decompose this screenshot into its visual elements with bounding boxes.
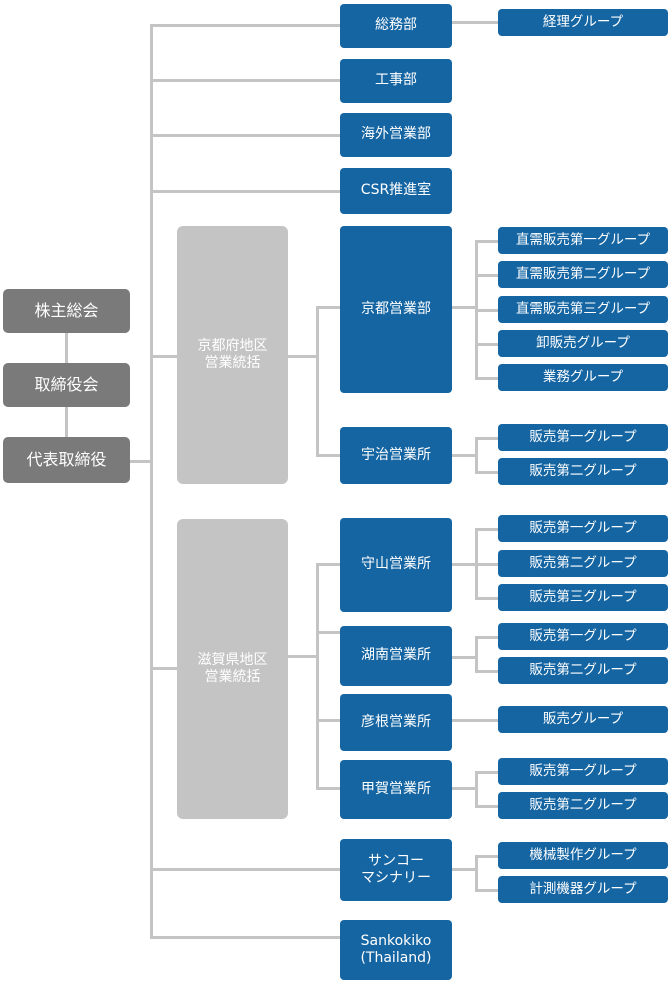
- connector-line: [316, 563, 340, 566]
- connector-line: [150, 24, 340, 27]
- connector-line: [150, 134, 340, 137]
- connector-line: [452, 787, 478, 790]
- connector-line: [150, 868, 340, 871]
- connector-line: [150, 190, 340, 193]
- accounting-group-box: 経理グループ: [498, 9, 668, 36]
- connector-line: [475, 240, 498, 243]
- kyoto-direct-sales-1-box: 直需販売第一グループ: [498, 227, 668, 254]
- connector-line: [475, 563, 498, 566]
- moriyama-sales-2-box: 販売第二グループ: [498, 550, 668, 577]
- connector-line: [475, 377, 498, 380]
- koka-sales-2-box: 販売第二グループ: [498, 792, 668, 819]
- konan-sales-2-box: 販売第二グループ: [498, 657, 668, 684]
- konan-office-box: 湖南営業所: [340, 626, 452, 686]
- connector-line: [316, 454, 340, 457]
- koka-sales-1-box: 販売第一グループ: [498, 758, 668, 785]
- connector-line: [150, 79, 340, 82]
- connector-line: [150, 667, 177, 670]
- connector-line: [452, 719, 498, 722]
- connector-line: [475, 309, 498, 312]
- construction-dept-box: 工事部: [340, 59, 452, 103]
- shiga-region-box: 滋賀県地区 営業統括: [177, 519, 288, 819]
- connector-line: [475, 670, 498, 673]
- connector-line: [452, 21, 498, 24]
- kyoto-direct-sales-3-box: 直需販売第三グループ: [498, 296, 668, 323]
- connector-line: [475, 597, 498, 600]
- connector-line: [316, 787, 340, 790]
- koka-office-box: 甲賀営業所: [340, 760, 452, 819]
- kyoto-region-box: 京都府地区 営業統括: [177, 226, 288, 484]
- connector-line: [150, 355, 177, 358]
- connector-line: [316, 719, 340, 722]
- connector-line: [475, 437, 498, 440]
- connector-line: [475, 771, 478, 807]
- connector-line: [316, 631, 340, 634]
- uji-sales-1-box: 販売第一グループ: [498, 424, 668, 451]
- kyoto-wholesale-group-box: 卸販売グループ: [498, 330, 668, 357]
- connector-line: [452, 563, 478, 566]
- connector-line: [475, 855, 498, 858]
- connector-line: [130, 460, 152, 463]
- connector-line: [65, 333, 68, 366]
- machinery-manufacturing-group-box: 機械製作グループ: [498, 842, 668, 869]
- general-affairs-dept-box: 総務部: [340, 4, 452, 48]
- connector-line: [475, 771, 498, 774]
- connector-line: [475, 343, 498, 346]
- board-of-directors-box: 取締役会: [3, 363, 130, 407]
- connector-line: [475, 805, 498, 808]
- connector-line: [475, 528, 498, 531]
- uji-sales-2-box: 販売第二グループ: [498, 458, 668, 485]
- konan-sales-1-box: 販売第一グループ: [498, 623, 668, 650]
- kyoto-operations-group-box: 業務グループ: [498, 364, 668, 391]
- connector-line: [288, 655, 318, 658]
- connector-line: [316, 306, 319, 457]
- kyoto-direct-sales-2-box: 直需販売第二グループ: [498, 261, 668, 288]
- kyoto-sales-dept-box: 京都営業部: [340, 226, 452, 393]
- connector-line: [65, 407, 68, 438]
- shareholders-meeting-box: 株主総会: [3, 289, 130, 333]
- connector-line: [475, 855, 478, 890]
- sankokiko-thailand-box: Sankokiko (Thailand): [340, 920, 452, 980]
- connector-line: [452, 868, 478, 871]
- connector-line: [475, 471, 498, 474]
- overseas-sales-dept-box: 海外営業部: [340, 113, 452, 157]
- connector-line: [316, 563, 319, 789]
- moriyama-sales-1-box: 販売第一グループ: [498, 515, 668, 542]
- connector-line: [150, 936, 340, 939]
- sanko-machinery-box: サンコー マシナリー: [340, 839, 452, 901]
- representative-director-box: 代表取締役: [3, 437, 130, 483]
- connector-line: [150, 24, 153, 939]
- connector-line: [288, 355, 318, 358]
- moriyama-sales-3-box: 販売第三グループ: [498, 584, 668, 611]
- measuring-instruments-group-box: 計測機器グループ: [498, 876, 668, 903]
- csr-office-box: CSR推進室: [340, 168, 452, 214]
- hikone-office-box: 彦根営業所: [340, 694, 452, 751]
- moriyama-office-box: 守山営業所: [340, 518, 452, 612]
- connector-line: [452, 656, 478, 659]
- hikone-sales-group-box: 販売グループ: [498, 706, 668, 733]
- connector-line: [316, 306, 340, 309]
- uji-office-box: 宇治営業所: [340, 427, 452, 484]
- connector-line: [475, 636, 498, 639]
- connector-line: [475, 889, 498, 892]
- connector-line: [452, 306, 478, 309]
- connector-line: [475, 437, 478, 472]
- connector-line: [452, 454, 478, 457]
- connector-line: [475, 274, 498, 277]
- connector-line: [475, 636, 478, 672]
